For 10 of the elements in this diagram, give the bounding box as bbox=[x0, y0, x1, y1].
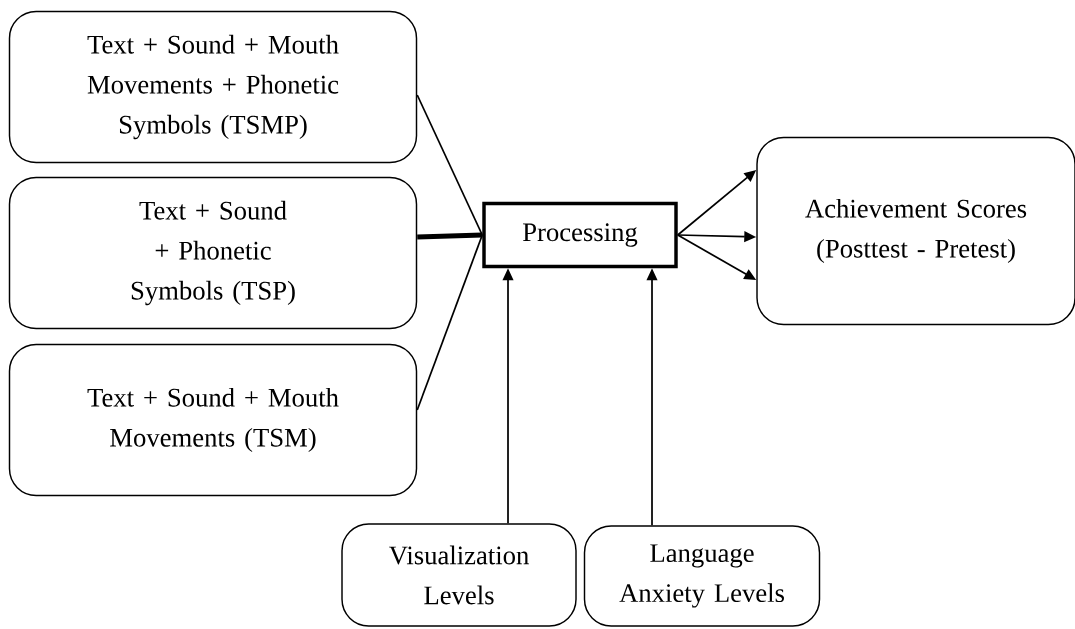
process-box: Processing bbox=[482, 201, 678, 269]
connector bbox=[417, 232, 483, 240]
rounded-box: Text + Sound + Phonetic Symbols (TSP) bbox=[8, 176, 418, 330]
rounded-box: Language Anxiety Levels bbox=[583, 525, 821, 627]
rounded-box: Text + Sound + Mouth Movements (TSM) bbox=[8, 343, 418, 497]
rounded-box: Achievement Scores (Posttest - Pretest) bbox=[756, 136, 1075, 326]
connector bbox=[416, 234, 484, 411]
rounded-box: Text + Sound + Mouth Movements + Phonetic Symbols (TSMP) bbox=[8, 10, 418, 164]
connector bbox=[416, 94, 484, 236]
rounded-box: Visualization Levels bbox=[341, 523, 577, 627]
